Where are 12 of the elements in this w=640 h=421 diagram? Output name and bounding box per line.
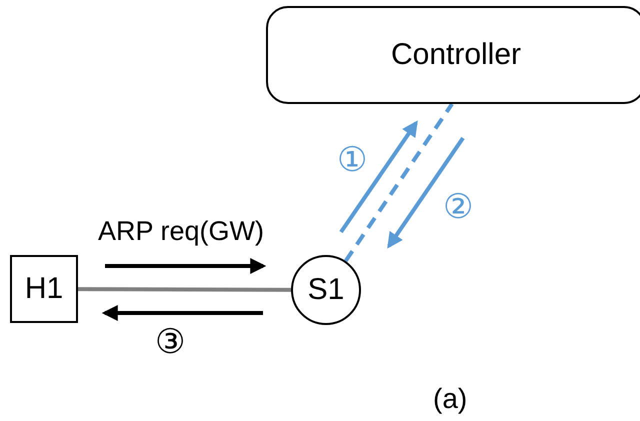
step-number: ③ bbox=[155, 325, 186, 359]
panel-label: (a) bbox=[433, 385, 468, 413]
controller-box bbox=[266, 6, 640, 104]
node-label: Controller bbox=[390, 38, 522, 72]
link-line bbox=[78, 287, 291, 292]
node-label: S1 bbox=[308, 273, 344, 307]
host-box bbox=[10, 255, 78, 323]
message-label: ARP req(GW) bbox=[98, 218, 264, 245]
step-number: ① bbox=[337, 143, 368, 177]
step-number: ② bbox=[443, 190, 474, 224]
node-label: H1 bbox=[24, 272, 64, 306]
link-line bbox=[344, 102, 454, 262]
